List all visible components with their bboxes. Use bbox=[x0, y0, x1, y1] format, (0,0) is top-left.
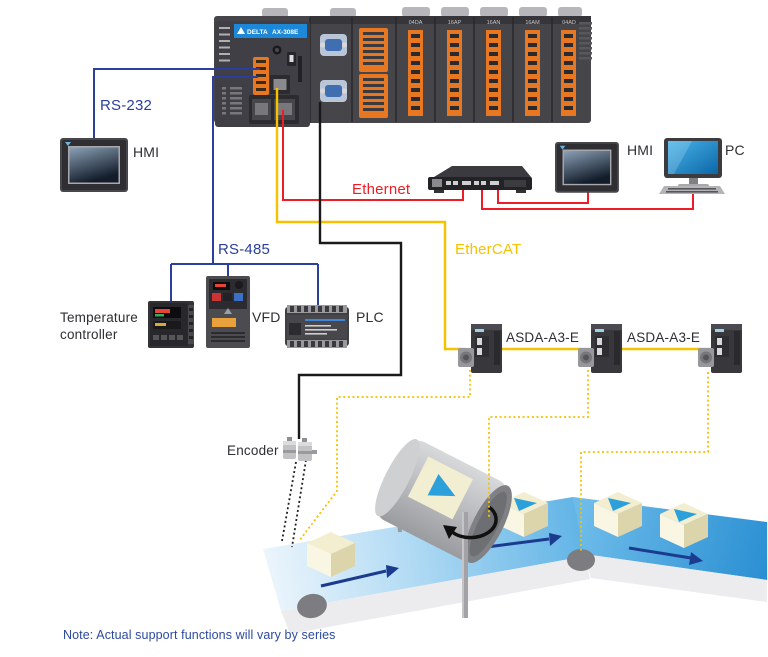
sd-slot bbox=[298, 56, 302, 82]
rs485-line bbox=[212, 76, 258, 264]
encoder-line bbox=[297, 102, 403, 439]
encoder-device bbox=[283, 437, 317, 461]
belt-arrow-3 bbox=[628, 546, 692, 560]
rs232-label: RS-232 bbox=[100, 97, 153, 114]
encoder-label: Encoder bbox=[227, 443, 279, 458]
io-module-1: 04DA bbox=[408, 20, 423, 116]
svg-text:04AD: 04AD bbox=[562, 20, 576, 26]
svg-text:04DA: 04DA bbox=[409, 20, 423, 26]
ethercat-port bbox=[270, 75, 290, 94]
svg-text:16AP: 16AP bbox=[448, 20, 462, 26]
vfd-label: VFD bbox=[252, 309, 281, 325]
svg-text:16AN: 16AN bbox=[487, 20, 501, 26]
motor-link-2 bbox=[488, 370, 589, 519]
rs485-label: RS-485 bbox=[218, 241, 271, 258]
cpu-module: DELTA AX-308E bbox=[215, 21, 310, 127]
hmi-right-label: HMI bbox=[627, 142, 654, 158]
io-modules: 04DA 16AP 16AN 16AM 04AD bbox=[408, 20, 592, 116]
terminal-module bbox=[359, 28, 388, 118]
io-module-2: 16AP bbox=[447, 20, 462, 116]
ax-controller-rack: DELTA AX-308E bbox=[214, 7, 592, 127]
temperature-controller-device bbox=[148, 301, 194, 348]
heatsink-fins bbox=[579, 22, 592, 60]
ethernet-line-plc bbox=[282, 110, 464, 201]
pc-label: PC bbox=[725, 142, 745, 158]
ethernet-line-hmi bbox=[497, 189, 589, 204]
hmi-panel-right bbox=[555, 142, 619, 193]
servo-drive-1 bbox=[458, 324, 502, 373]
plc-label: PLC bbox=[356, 309, 384, 325]
brand-label: DELTA bbox=[247, 29, 268, 36]
temperature-controller-label: Temperature controller bbox=[60, 310, 138, 343]
belt-roller-bend bbox=[567, 549, 595, 571]
note-text: Note: Actual support functions will vary… bbox=[63, 628, 336, 642]
pc-workstation bbox=[659, 138, 725, 194]
belt-arrow-1 bbox=[320, 569, 387, 588]
asda-label-1: ASDA-A3-E bbox=[506, 330, 580, 345]
rs232-line bbox=[93, 68, 260, 141]
vfd-device bbox=[206, 276, 250, 348]
motor-link-3 bbox=[580, 372, 709, 553]
servo-drive-2 bbox=[578, 324, 622, 373]
io-module-3: 16AN bbox=[486, 20, 501, 116]
asda-label-2: ASDA-A3-E bbox=[627, 330, 701, 345]
encoder-feedback-1 bbox=[281, 461, 297, 542]
io-module-4: 16AM bbox=[525, 20, 540, 116]
conveyor-belt bbox=[263, 439, 767, 634]
keyboard bbox=[659, 186, 725, 194]
rotation-arrow bbox=[450, 505, 498, 540]
motion-module bbox=[320, 34, 347, 102]
delta-logo-icon bbox=[237, 27, 245, 34]
hmi-left-label: HMI bbox=[133, 144, 160, 160]
svg-text:16AM: 16AM bbox=[525, 20, 540, 26]
cylinder-pole bbox=[462, 512, 468, 618]
plc-device bbox=[285, 305, 349, 348]
belt-roller-left bbox=[297, 593, 327, 619]
ethercat-line bbox=[275, 88, 466, 351]
servo-drive-3 bbox=[698, 324, 742, 373]
ethernet-line-pc bbox=[481, 189, 694, 210]
print-triangle-icon bbox=[427, 474, 456, 497]
ethercat-label: EtherCAT bbox=[455, 241, 522, 258]
serial-terminal-block bbox=[253, 57, 269, 95]
belt-arrow-2 bbox=[486, 537, 550, 549]
encoder-feedback-2 bbox=[291, 459, 307, 548]
hmi-panel-left bbox=[60, 138, 128, 192]
ethernet-ports bbox=[249, 95, 299, 124]
ethernet-label: Ethernet bbox=[352, 181, 411, 198]
model-label: AX-308E bbox=[272, 29, 299, 36]
io-module-5: 04AD bbox=[561, 20, 576, 116]
printer-cylinder bbox=[375, 439, 512, 563]
ethernet-switch bbox=[428, 166, 532, 193]
